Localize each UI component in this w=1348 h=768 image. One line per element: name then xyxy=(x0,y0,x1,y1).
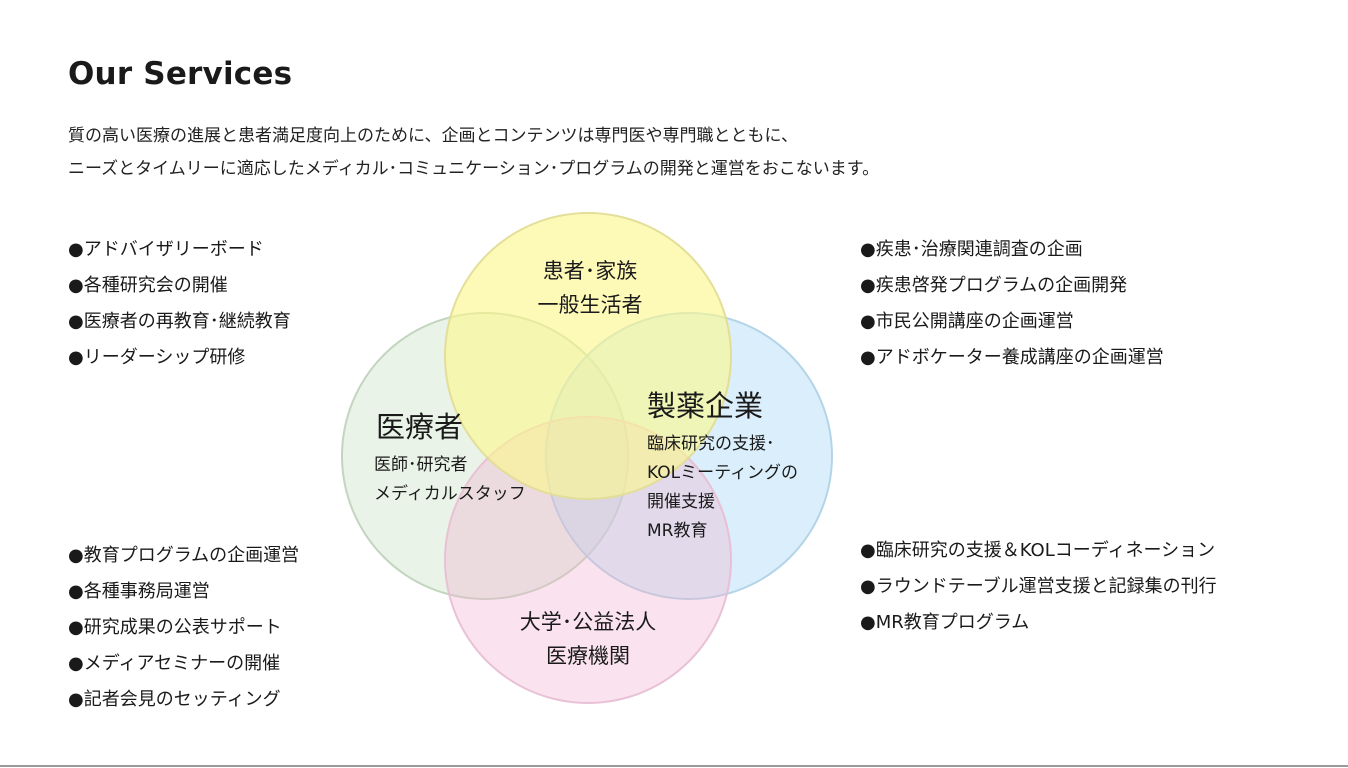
list-item: ●医療者の再教育･継続教育 xyxy=(68,311,291,332)
venn-title-pharma: 製薬企業 xyxy=(647,389,764,423)
service-list-top-left: ●アドバイザリーボード ●各種研究会の開催 ●医療者の再教育･継続教育 ●リーダ… xyxy=(68,232,291,376)
list-item: ●疾患啓発プログラムの企画開発 xyxy=(860,275,1128,296)
list-item: ●アドバイザリーボード xyxy=(68,239,264,260)
venn-sub-line: KOLミーティングの xyxy=(647,463,799,483)
venn-label-academia: 大学･公益法人 医療機関 xyxy=(488,605,688,673)
venn-sub-medical-professionals: 医師･研究者 メディカルスタッフ xyxy=(374,451,526,509)
venn-sub-line: メディカルスタッフ xyxy=(374,484,526,504)
list-item: ●疾患･治療関連調査の企画 xyxy=(860,239,1083,260)
venn-sub-line: 開催支援 xyxy=(647,492,715,512)
list-item: ●メディアセミナーの開催 xyxy=(68,653,281,674)
list-item: ●MR教育プログラム xyxy=(860,612,1030,633)
intro-line-1: 質の高い医療の進展と患者満足度向上のために、企画とコンテンツは専門医や専門職とと… xyxy=(68,126,798,146)
intro-line-2: ニーズとタイムリーに適応したメディカル･コミュニケーション･プログラムの開発と運… xyxy=(68,159,880,179)
service-list-top-right: ●疾患･治療関連調査の企画 ●疾患啓発プログラムの企画開発 ●市民公開講座の企画… xyxy=(860,232,1164,376)
list-item: ●臨床研究の支援＆KOLコーディネーション xyxy=(860,540,1216,561)
venn-sub-line: MR教育 xyxy=(647,521,708,541)
service-list-bottom-right: ●臨床研究の支援＆KOLコーディネーション ●ラウンドテーブル運営支援と記録集の… xyxy=(860,533,1217,641)
bottom-divider xyxy=(0,765,1348,767)
service-list-bottom-left: ●教育プログラムの企画運営 ●各種事務局運営 ●研究成果の公表サポート ●メディ… xyxy=(68,538,299,718)
list-item: ●アドボケーター養成講座の企画運営 xyxy=(860,347,1164,368)
list-item: ●研究成果の公表サポート xyxy=(68,617,282,638)
venn-title-medical-professionals: 医療者 xyxy=(376,410,464,444)
list-item: ●市民公開講座の企画運営 xyxy=(860,311,1074,332)
page-title: Our Services xyxy=(68,56,293,92)
list-item: ●各種研究会の開催 xyxy=(68,275,228,296)
list-item: ●各種事務局運営 xyxy=(68,581,210,602)
list-item: ●記者会見のセッティング xyxy=(68,689,281,710)
venn-label-line: 患者･家族 xyxy=(542,259,638,283)
list-item: ●教育プログラムの企画運営 xyxy=(68,545,300,566)
list-item: ●リーダーシップ研修 xyxy=(68,347,246,368)
venn-circle-patients xyxy=(444,212,732,500)
venn-label-patients: 患者･家族 一般生活者 xyxy=(500,254,680,322)
list-item: ●ラウンドテーブル運営支援と記録集の刊行 xyxy=(860,576,1217,597)
venn-label-line: 大学･公益法人 xyxy=(519,610,657,634)
venn-sub-line: 臨床研究の支援･ xyxy=(647,434,775,454)
intro-text: 質の高い医療の進展と患者満足度向上のために、企画とコンテンツは専門医や専門職とと… xyxy=(68,120,879,186)
venn-sub-line: 医師･研究者 xyxy=(374,455,468,475)
venn-label-line: 一般生活者 xyxy=(537,293,643,317)
venn-sub-pharma: 臨床研究の支援･ KOLミーティングの 開催支援 MR教育 xyxy=(647,430,798,546)
venn-label-line: 医療機関 xyxy=(546,644,630,668)
